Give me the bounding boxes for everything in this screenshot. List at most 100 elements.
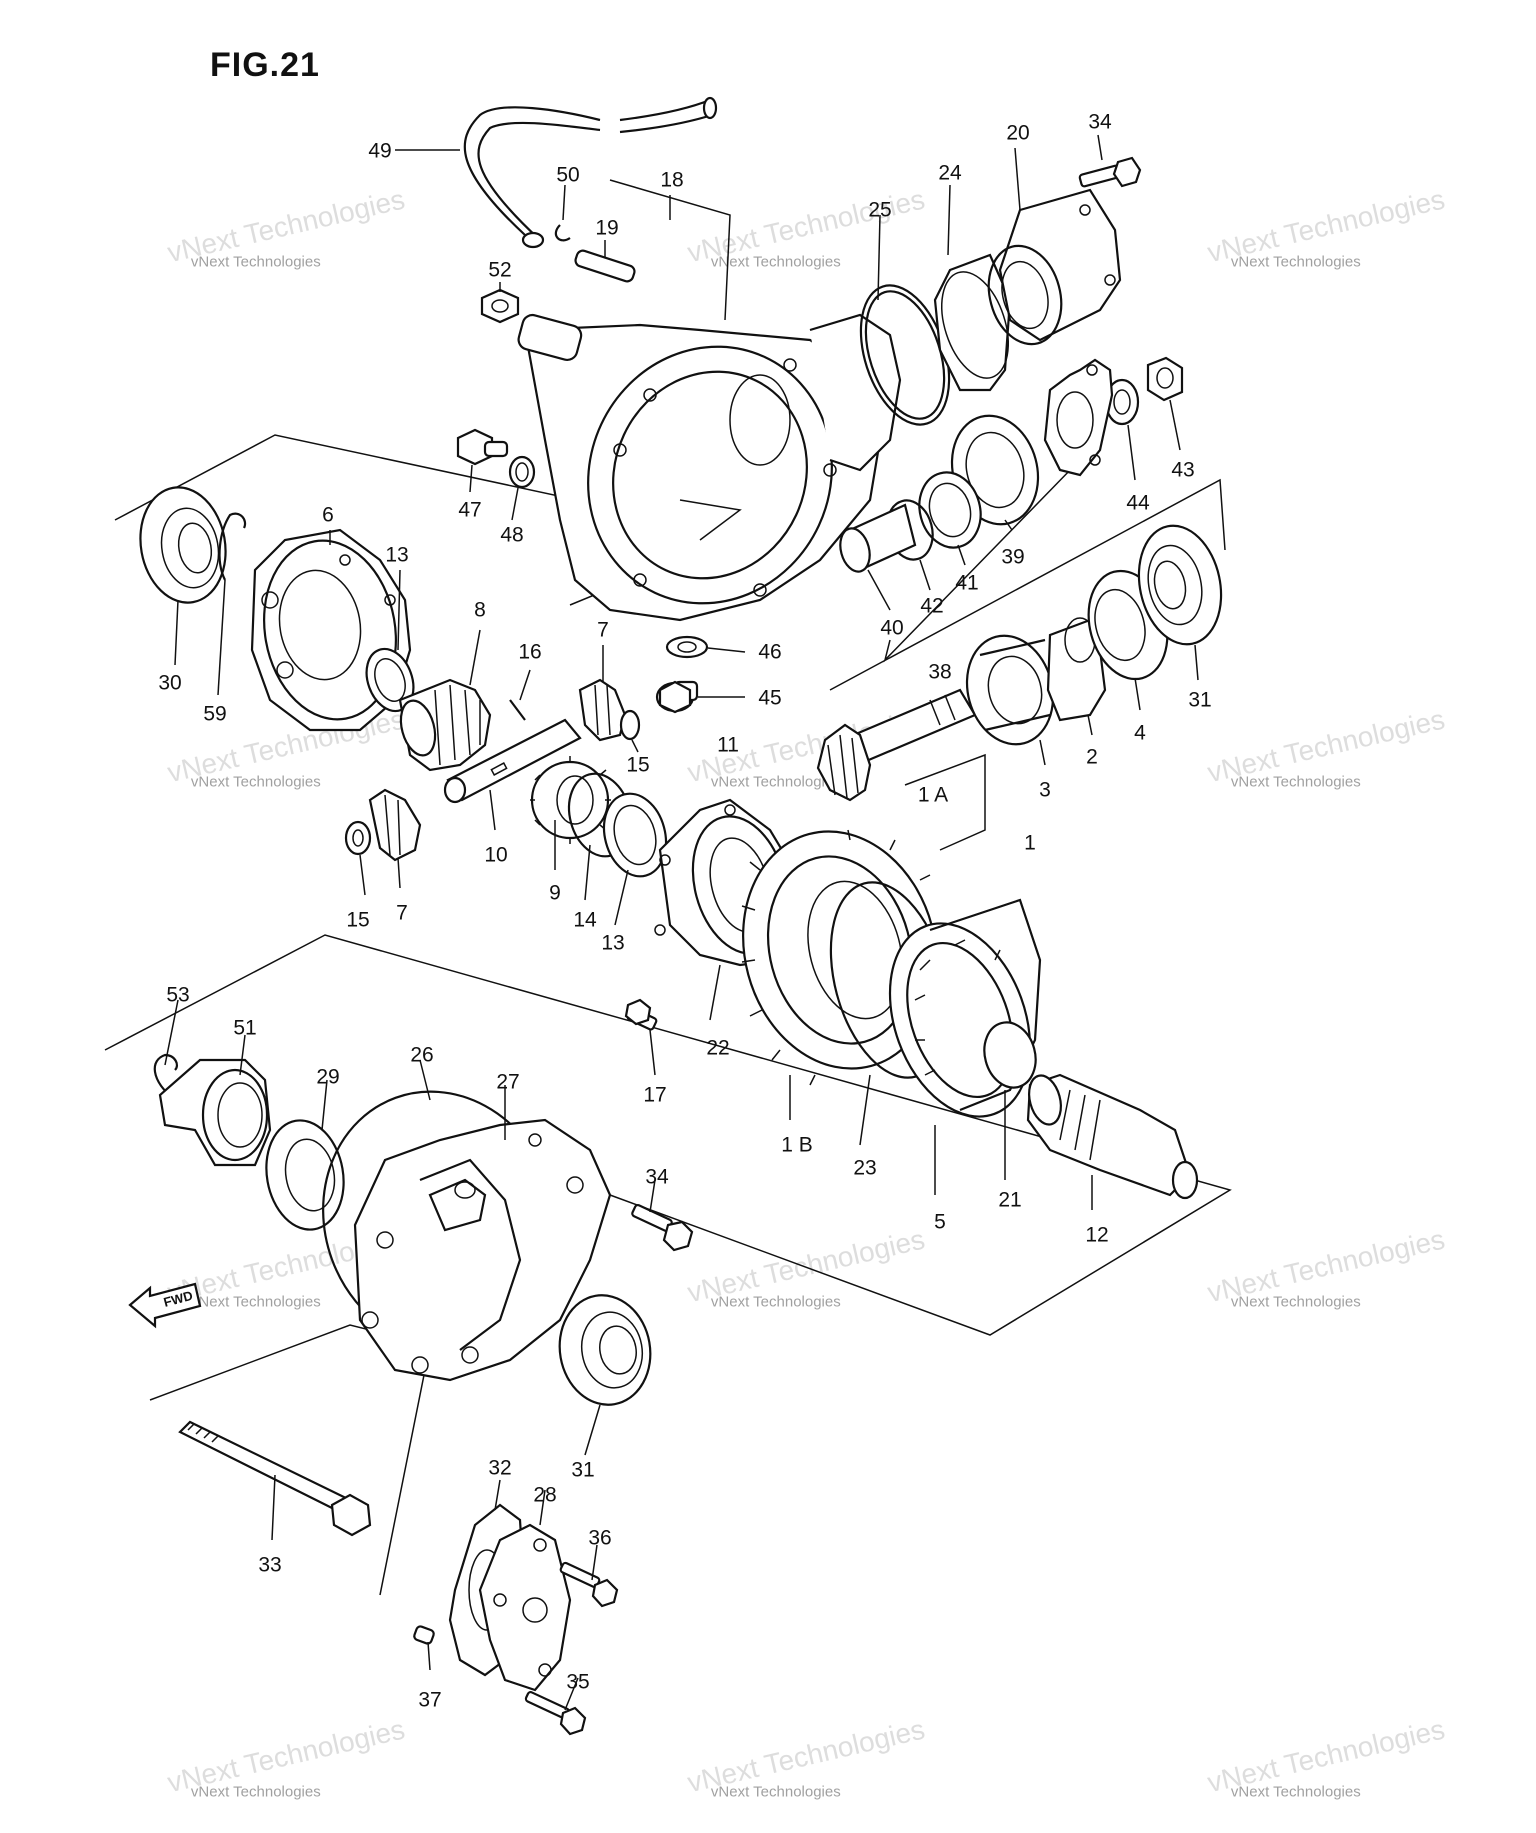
dowel-pin-37 — [413, 1625, 435, 1645]
washer-21 — [983, 1021, 1037, 1089]
callout-47: 47 — [458, 498, 482, 522]
callout-23: 23 — [853, 1156, 877, 1180]
callout-36: 36 — [588, 1526, 612, 1550]
callout-12: 12 — [1085, 1223, 1109, 1247]
callout-48: 48 — [500, 523, 524, 547]
callout-28: 28 — [533, 1483, 557, 1507]
differential-housing-18 — [517, 313, 902, 622]
callout-31-top: 31 — [1188, 688, 1212, 712]
drain-plug-47 — [456, 428, 509, 466]
bolt-34-lower — [631, 1203, 694, 1252]
callout-52: 52 — [488, 258, 512, 282]
washer-46 — [665, 635, 709, 659]
callout-34-lower: 34 — [645, 1165, 669, 1189]
callout-5: 5 — [934, 1210, 946, 1234]
bearing-retainer-20 — [987, 188, 1122, 346]
bearing-3 — [965, 634, 1055, 746]
callout-10: 10 — [484, 843, 508, 867]
callout-43: 43 — [1171, 458, 1195, 482]
callout-7-top: 7 — [597, 618, 609, 642]
callout-26: 26 — [410, 1043, 434, 1067]
callout-17: 17 — [643, 1083, 667, 1107]
gasket-48 — [508, 455, 536, 489]
gasket-24 — [933, 253, 1012, 392]
callout-41: 41 — [955, 571, 979, 595]
callout-16: 16 — [518, 640, 542, 664]
bearing-30 — [139, 486, 227, 604]
callout-59: 59 — [203, 702, 227, 726]
callout-45: 45 — [758, 686, 782, 710]
callout-8: 8 — [474, 598, 486, 622]
callout-11: 11 — [717, 733, 739, 757]
snap-ring-59 — [218, 512, 247, 581]
callout-4: 4 — [1134, 721, 1146, 745]
drive-pinion-1A — [816, 688, 977, 802]
bracket-1 — [904, 753, 986, 851]
pinion-shaft-10 — [443, 718, 582, 804]
callout-49: 49 — [368, 139, 392, 163]
callout-27: 27 — [496, 1070, 520, 1094]
leader-lines — [164, 134, 1199, 1711]
bearing-31-upper — [1137, 524, 1223, 646]
companion-flange — [1043, 358, 1114, 477]
callout-25: 25 — [868, 198, 892, 222]
callout-30: 30 — [158, 671, 182, 695]
callout-1A: 1 A — [917, 783, 949, 807]
callout-29: 29 — [316, 1065, 340, 1089]
bolt-34-top — [1078, 156, 1142, 188]
callout-19: 19 — [595, 216, 619, 240]
snap-ring-53 — [153, 1053, 179, 1101]
callout-33: 33 — [258, 1553, 282, 1577]
seal-housing-51 — [158, 1058, 272, 1167]
callout-15-bottom: 15 — [346, 908, 370, 932]
forward-arrow-icon: FWD — [128, 1282, 202, 1329]
collapsible-spacer-40 — [839, 503, 917, 573]
bolt-35 — [524, 1691, 587, 1736]
washer-41 — [918, 471, 982, 549]
callout-15-top: 15 — [626, 753, 650, 777]
callout-1: 1 — [1024, 831, 1036, 855]
nut-43 — [1146, 356, 1184, 402]
callout-35: 35 — [566, 1670, 590, 1694]
thrust-washer-13-bottom — [602, 792, 668, 878]
callout-39: 39 — [1001, 545, 1025, 569]
pin-16 — [509, 699, 526, 721]
callout-2: 2 — [1086, 745, 1098, 769]
callout-32: 32 — [488, 1456, 512, 1480]
callout-34-top: 34 — [1088, 110, 1112, 134]
callout-22: 22 — [706, 1036, 730, 1060]
callout-7-bottom: 7 — [396, 901, 408, 925]
breather-hose-49 — [463, 96, 718, 249]
pinion-gear-7-top — [578, 678, 627, 742]
callout-14: 14 — [573, 908, 597, 932]
fwd-label: FWD — [162, 1288, 194, 1310]
pinion-gear-7-bottom — [368, 788, 422, 862]
callout-13-top: 13 — [385, 543, 409, 567]
bolt-17 — [624, 998, 658, 1031]
diagram-drawing: FWD — [104, 96, 1232, 1736]
clip-50 — [554, 224, 571, 242]
callout-9: 9 — [549, 881, 561, 905]
bracket-33-37 — [149, 1324, 431, 1596]
bolt-36 — [559, 1561, 619, 1608]
transfer-cover-28 — [478, 1523, 572, 1692]
bracket-right-upper — [829, 478, 1226, 691]
callout-44: 44 — [1126, 491, 1150, 515]
ring-gear-1B — [741, 829, 938, 1086]
filler-plug-45 — [655, 680, 699, 714]
side-gear-8 — [398, 678, 492, 772]
thrust-washer-15-top — [619, 709, 641, 741]
bracket-housing-18 — [609, 179, 731, 321]
callout-46: 46 — [758, 640, 782, 664]
callout-24: 24 — [938, 161, 962, 185]
callout-6: 6 — [322, 503, 334, 527]
bolt-33 — [178, 1420, 372, 1537]
output-shaft-12 — [1026, 1073, 1199, 1200]
callout-50: 50 — [556, 163, 580, 187]
bracket-lower — [104, 934, 1232, 1336]
callout-13-bottom: 13 — [601, 931, 625, 955]
oil-seal-31-lower — [558, 1294, 652, 1406]
thrust-washer-15-bottom — [344, 820, 372, 856]
callout-40: 40 — [880, 616, 904, 640]
